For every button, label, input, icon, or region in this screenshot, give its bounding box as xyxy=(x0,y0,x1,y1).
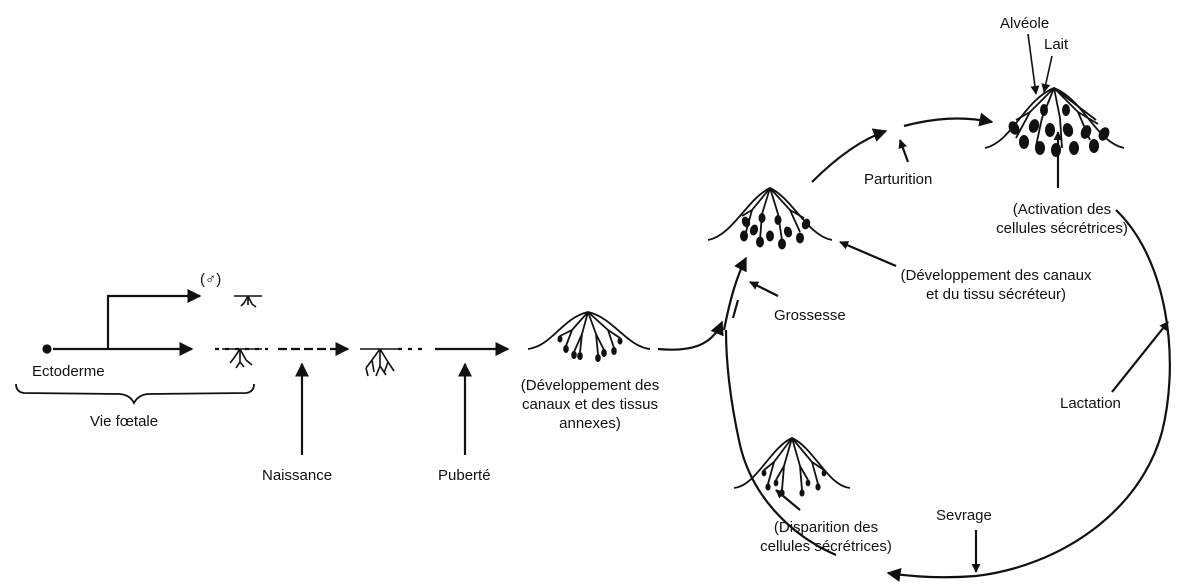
pregnancy-label: Grossesse xyxy=(774,307,846,324)
fetal-life-label: Vie fœtale xyxy=(90,413,159,430)
adult-to-cycle-arrow xyxy=(657,320,724,351)
cycle-weaning-arc xyxy=(886,568,977,582)
reproductive-cycle xyxy=(722,33,1171,582)
cycle-to-lactating-arc xyxy=(903,112,994,128)
pregnancy-gland xyxy=(707,187,833,250)
ectoderm-label: Ectoderme xyxy=(32,363,105,380)
ectoderm-origin-dot xyxy=(42,344,52,354)
alveolus-pointer-arrow xyxy=(1027,33,1040,95)
cycle-pregnancy-arc xyxy=(722,256,747,331)
fetal-life-brace xyxy=(15,383,255,406)
pregnancy-pointer-arrow xyxy=(749,281,779,297)
alveolus-label: Alvéole xyxy=(1000,15,1050,32)
male-symbol-label: (♂) xyxy=(200,271,222,288)
disappearance-label: (Disparition des cellules sécrétrices) xyxy=(760,519,892,555)
parturition-pointer-arrow xyxy=(898,139,910,163)
linear-development xyxy=(15,289,724,455)
involuted-gland xyxy=(733,437,851,497)
cycle-lactation-arc xyxy=(975,209,1171,578)
milk-label: Lait xyxy=(1044,36,1069,53)
lactation-pointer-arrow xyxy=(1111,321,1169,393)
infant-gland-sketch xyxy=(360,348,398,377)
ducts-secretory-pointer-arrow xyxy=(839,240,897,268)
lactating-gland xyxy=(984,87,1125,157)
puberty-label: Puberté xyxy=(438,467,491,484)
fetal-gland-sketch xyxy=(222,348,262,369)
cycle-to-parturition-arc xyxy=(811,128,888,183)
ducts-secretory-label: (Développement des canaux et du tissu sé… xyxy=(900,267,1092,303)
ducts-annex-label: (Développement des canaux et des tissus … xyxy=(520,377,660,432)
activation-label: (Activation des cellules sécrétrices) xyxy=(996,201,1128,237)
milk-pointer-arrow xyxy=(1041,55,1053,93)
male-gland-sketch xyxy=(234,295,262,308)
weaning-label: Sevrage xyxy=(936,507,992,524)
lactation-label: Lactation xyxy=(1060,395,1121,412)
parturition-label: Parturition xyxy=(864,171,933,188)
birth-label: Naissance xyxy=(262,467,333,484)
cycle-gap-dash xyxy=(731,299,740,319)
male-branch-arrow xyxy=(106,289,202,349)
cycle-return-arc xyxy=(724,329,837,557)
pubertal-gland xyxy=(527,311,651,362)
